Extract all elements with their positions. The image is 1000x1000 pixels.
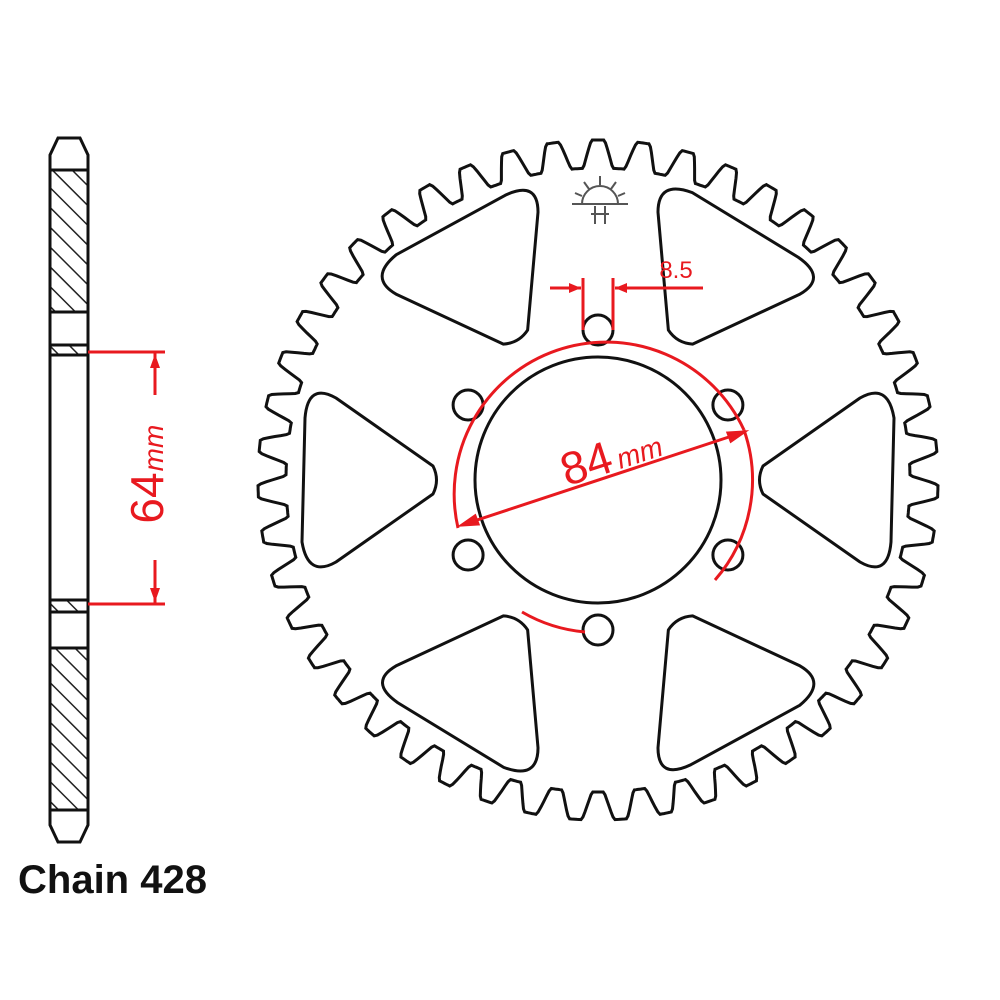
profile-lower-gap [48,610,90,650]
bolt-hole-value: 8.5 [659,257,692,284]
bolt-hole [451,538,485,572]
bolt-circle-value: 84 [554,431,619,496]
lightening-window [380,188,540,346]
center-bore [473,355,723,605]
profile-top-hatch [48,168,90,314]
bolt-hole [581,613,615,647]
bolt-circle-unit: mm [613,431,667,475]
lightening-window [656,187,815,346]
bolt-hole [711,388,745,422]
profile-lower-band [48,598,90,614]
sprocket-face [256,138,940,822]
profile-top-tip [48,136,90,172]
bolt-hole [711,538,745,572]
bolt-hole-dimension [550,278,703,330]
bolt-hole [451,388,485,422]
lightening-window [300,391,438,569]
bolt-circle-label: 84 mm [554,431,667,496]
offset-dimension [88,350,165,606]
lightening-window [656,614,816,772]
bolt-circle-dimension [452,340,754,634]
sprocket-teeth-outline [256,138,940,822]
sun-logo-icon [572,176,628,224]
offset-dimension-label: 64 mm [121,425,173,524]
profile-upper-gap [48,310,90,347]
profile-bottom-hatch [48,646,90,812]
profile-bottom-tip [48,808,90,844]
lightening-window [381,614,540,773]
chain-label: Chain 428 [18,858,207,902]
lightening-window [758,391,896,569]
offset-value: 64 [121,472,173,523]
bolt-hole [581,313,615,347]
offset-unit: mm [138,425,169,472]
profile-hub [48,353,90,602]
side-profile [48,136,90,844]
